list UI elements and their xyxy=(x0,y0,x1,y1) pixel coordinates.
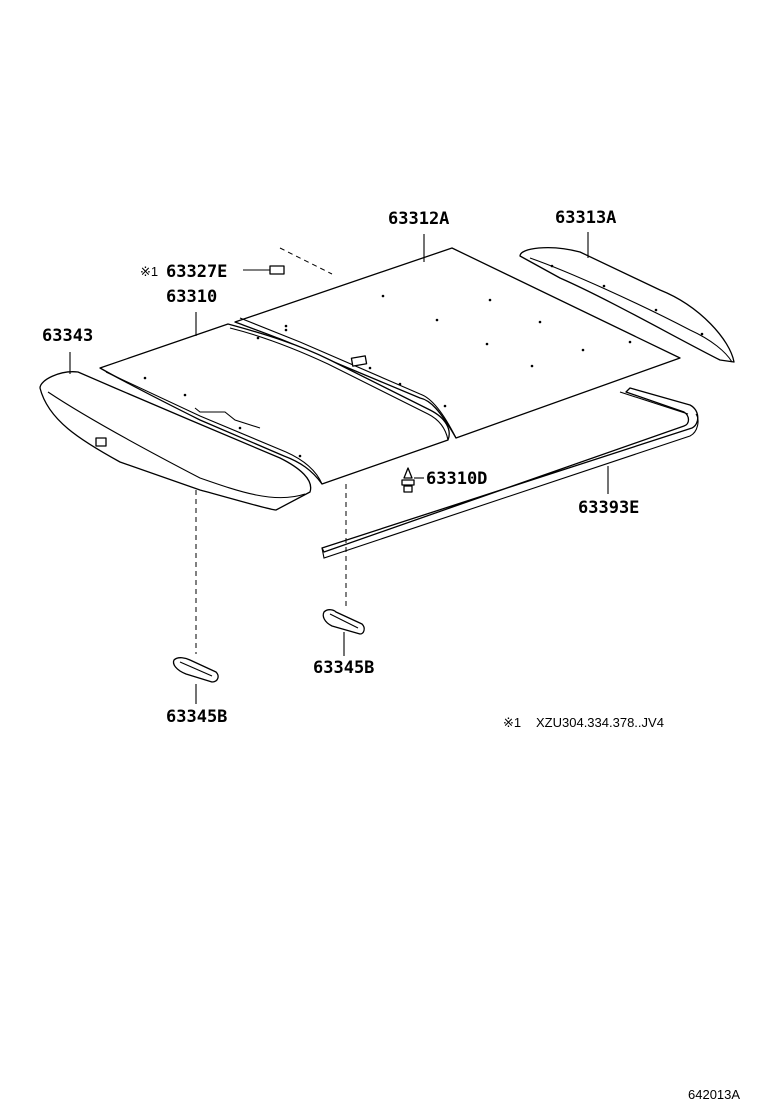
label-63327E: 63327E xyxy=(166,262,227,282)
part-63310-front-headlining xyxy=(99,323,450,485)
label-63327E-mark: ※1 xyxy=(140,264,158,279)
label-63345B-left: 63345B xyxy=(166,707,227,727)
assembly-line xyxy=(279,247,333,275)
label-63393E: 63393E xyxy=(578,498,639,518)
label-63312A: 63312A xyxy=(388,209,449,229)
part-63393E-weatherstrip xyxy=(321,387,699,559)
part-63345B-pad-right xyxy=(322,609,365,635)
footnote-mark: ※1 xyxy=(503,715,521,730)
part-63313A-rear-trim xyxy=(519,247,735,363)
footnote-text: XZU304.334.378..JV4 xyxy=(536,715,664,730)
part-63310D-clip xyxy=(401,467,415,493)
label-63310: 63310 xyxy=(166,287,217,307)
label-63313A: 63313A xyxy=(555,208,616,228)
label-63345B-right: 63345B xyxy=(313,658,374,678)
part-63343-front-trim xyxy=(39,371,312,511)
label-63310D: 63310D xyxy=(426,469,487,489)
label-63343: 63343 xyxy=(42,326,93,346)
part-63327E-clip xyxy=(269,265,285,275)
diagram-reference: 642013A xyxy=(688,1087,740,1102)
part-63345B-pad-left xyxy=(172,657,219,683)
